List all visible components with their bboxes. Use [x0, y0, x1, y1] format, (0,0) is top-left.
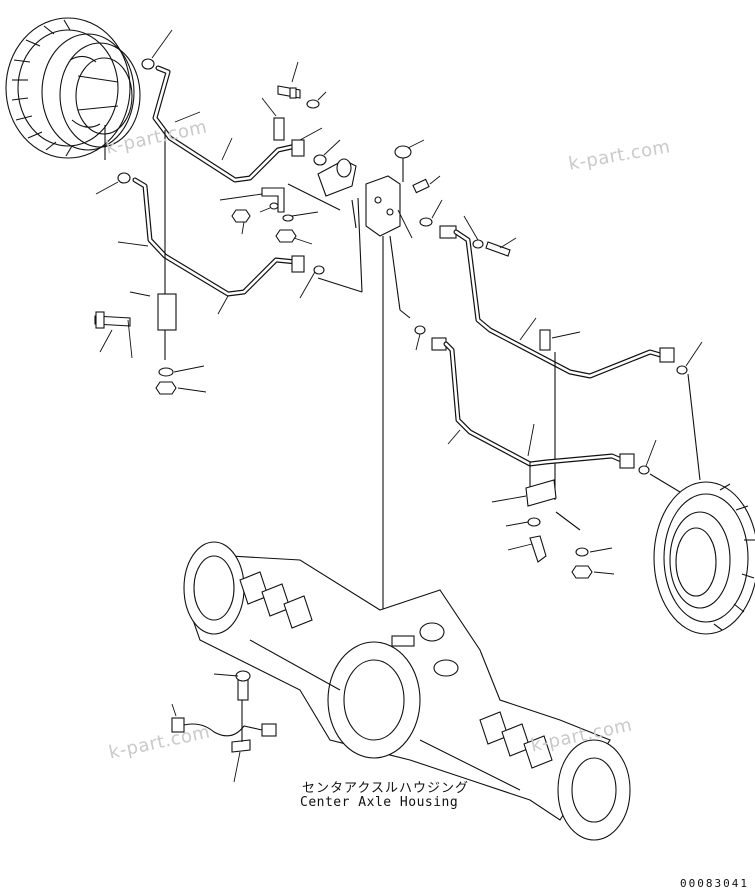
left-upper-brake-tube	[152, 65, 305, 183]
left-brake-drum	[5, 17, 173, 160]
center-top-parts	[219, 61, 341, 245]
center-axle-housing	[183, 541, 631, 841]
caption-english: Center Axle Housing	[300, 795, 459, 810]
right-brake-drum	[653, 481, 755, 635]
drawing-number: 00083041	[680, 877, 749, 890]
right-upper-brake-tube	[439, 215, 703, 500]
right-clip-bracket	[491, 479, 615, 579]
center-junction-block	[287, 139, 443, 640]
caption-japanese: センタアクスルハウジング	[302, 781, 469, 796]
right-lower-brake-tube	[414, 325, 681, 493]
left-clip-bracket	[94, 291, 207, 395]
sensor-harness	[171, 670, 277, 783]
